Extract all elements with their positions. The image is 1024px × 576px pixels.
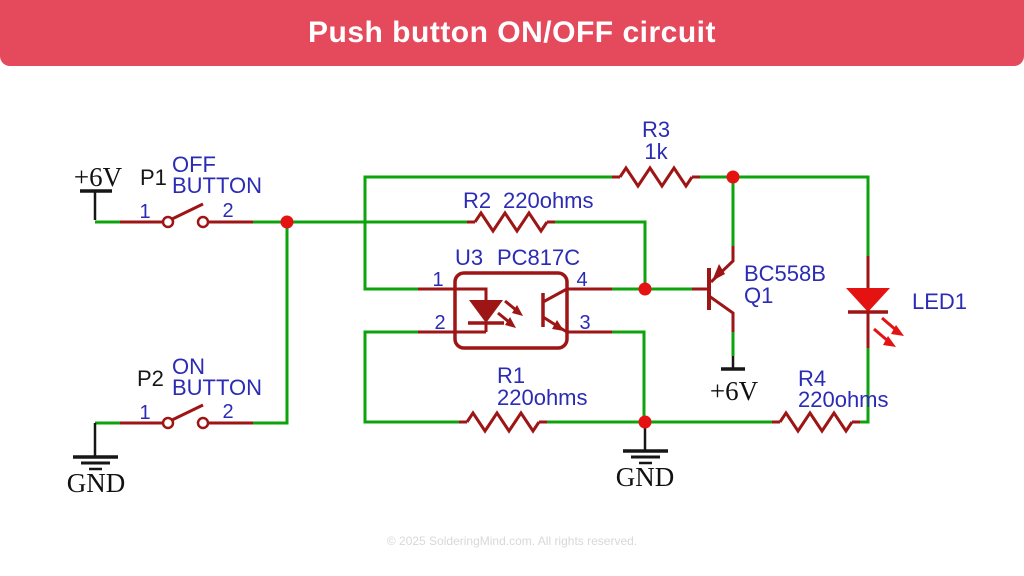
resistor-body bbox=[473, 210, 549, 234]
collector-lead bbox=[708, 294, 735, 332]
light-arrow bbox=[881, 316, 897, 332]
wire bbox=[555, 220, 647, 287]
gnd-label: GND bbox=[67, 468, 126, 498]
resistor-r3: R3 1k bbox=[612, 117, 700, 189]
transistor-value: BC558B bbox=[744, 261, 826, 286]
junction-dot bbox=[280, 215, 294, 229]
wire bbox=[860, 347, 870, 424]
switch-ref: P2 bbox=[137, 366, 164, 391]
resistor-body bbox=[465, 410, 541, 434]
resistor-ref: R3 bbox=[642, 117, 670, 142]
opto-led-anode bbox=[455, 287, 488, 300]
resistor-value: 220ohms bbox=[798, 387, 889, 412]
gnd-symbol-left: GND bbox=[67, 423, 126, 498]
opto-led-cathode bbox=[455, 323, 488, 334]
emitter-arrow bbox=[712, 264, 725, 281]
pin-number: 2 bbox=[222, 200, 233, 222]
opto-emitter-arrow bbox=[552, 320, 564, 331]
light-arrow-head bbox=[512, 305, 523, 316]
power-symbol-top: +6V bbox=[74, 162, 123, 220]
switch-p1: P1 OFF BUTTON 1 2 bbox=[120, 152, 262, 229]
optocoupler-u3: U3 PC817C 1 2 4 3 bbox=[418, 245, 612, 350]
resistor-body bbox=[778, 410, 854, 434]
power-label: +6V bbox=[74, 162, 123, 192]
opto-collector bbox=[542, 287, 568, 304]
switch-contact bbox=[196, 215, 210, 229]
pin-number: 4 bbox=[576, 269, 587, 291]
switch-name: BUTTON bbox=[172, 375, 262, 400]
light-emission-arrows-icon bbox=[873, 316, 904, 347]
opto-body bbox=[453, 271, 569, 350]
pin-number: 1 bbox=[139, 402, 150, 424]
light-arrow bbox=[873, 327, 889, 343]
wire bbox=[253, 222, 289, 425]
switch-ref: P1 bbox=[140, 165, 167, 190]
wire bbox=[700, 175, 870, 258]
gnd-label: GND bbox=[616, 462, 675, 492]
resistor-ref: R1 bbox=[497, 363, 525, 388]
wire bbox=[363, 175, 612, 291]
resistor-value: 220ohms bbox=[503, 188, 594, 213]
switch-contact bbox=[161, 215, 175, 229]
light-arrow-head bbox=[891, 325, 904, 336]
power-symbol-q1: +6V bbox=[710, 356, 759, 406]
copyright-text: © 2025 SolderingMind.com. All rights res… bbox=[386, 534, 638, 548]
resistor-r1: R1 220ohms bbox=[459, 363, 588, 434]
title-banner: Push button ON/OFF circuit bbox=[0, 0, 1024, 66]
switch-contact bbox=[196, 416, 210, 430]
opto-value: PC817C bbox=[497, 245, 580, 270]
wire bbox=[363, 330, 459, 424]
junction-dot bbox=[726, 170, 740, 184]
light-arrow bbox=[504, 299, 517, 312]
junction-dot bbox=[638, 282, 652, 296]
pin-number: 2 bbox=[222, 401, 233, 423]
opto-led-triangle bbox=[469, 300, 503, 323]
page-title: Push button ON/OFF circuit bbox=[308, 16, 716, 49]
wires bbox=[95, 175, 870, 425]
resistor-r4: R4 220ohms bbox=[772, 366, 889, 434]
switch-contact bbox=[161, 416, 175, 430]
resistor-r2: R2 220ohms bbox=[463, 188, 594, 234]
opto-ref: U3 bbox=[455, 245, 483, 270]
transistor-q1: BC558B Q1 +6V bbox=[692, 246, 826, 406]
pin-number: 1 bbox=[432, 269, 443, 291]
light-arrow-head bbox=[883, 336, 896, 347]
junction-dots bbox=[280, 170, 740, 429]
light-arrow bbox=[497, 311, 510, 324]
resistor-value: 220ohms bbox=[497, 385, 588, 410]
resistor-body bbox=[618, 165, 694, 189]
resistor-ref: R2 bbox=[463, 188, 491, 213]
pin-number: 3 bbox=[579, 312, 590, 334]
gnd-symbol-middle: GND bbox=[616, 423, 675, 492]
led-ref: LED1 bbox=[912, 289, 967, 314]
switch-lever bbox=[171, 403, 204, 422]
junction-dot bbox=[638, 415, 652, 429]
wire bbox=[612, 330, 646, 422]
pin-number: 2 bbox=[434, 312, 445, 334]
light-arrow-head bbox=[505, 317, 516, 328]
resistor-value: 1k bbox=[644, 139, 668, 164]
power-label: +6V bbox=[710, 376, 759, 406]
switch-name: OFF bbox=[172, 152, 216, 177]
transistor-ref: Q1 bbox=[744, 283, 773, 308]
led1: LED1 bbox=[846, 256, 967, 348]
switch-p2: P2 ON BUTTON 1 2 bbox=[120, 354, 262, 430]
switch-name: ON bbox=[172, 354, 205, 379]
light-arrows-icon bbox=[497, 299, 523, 328]
switch-lever bbox=[171, 202, 204, 221]
switch-name: BUTTON bbox=[172, 173, 262, 198]
led-triangle bbox=[846, 288, 890, 312]
pin-number: 1 bbox=[139, 201, 150, 223]
resistor-ref: R4 bbox=[798, 366, 826, 391]
